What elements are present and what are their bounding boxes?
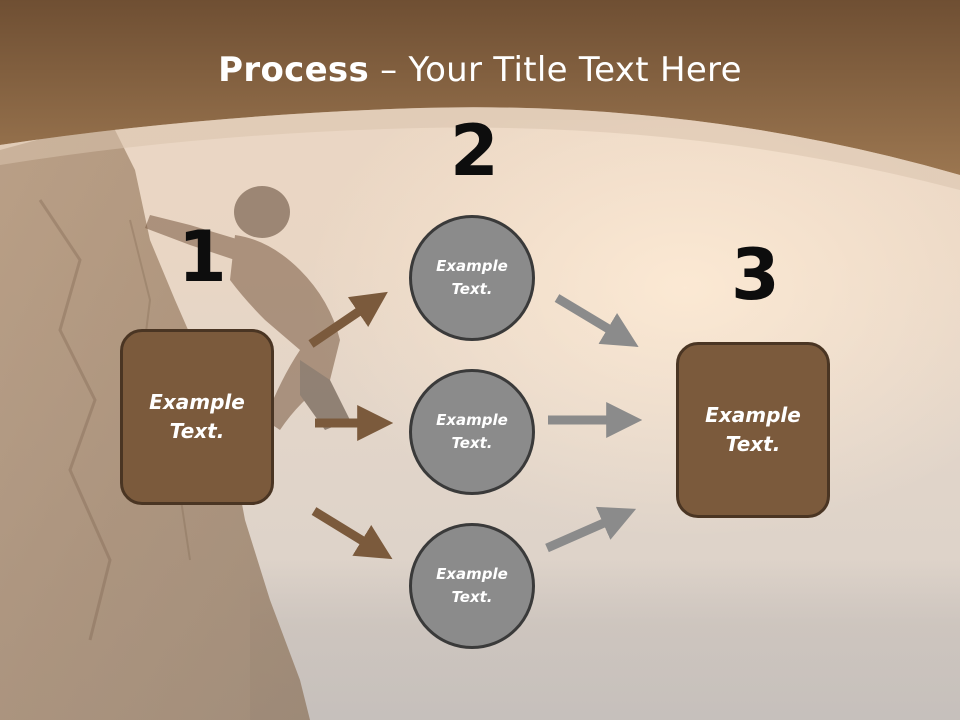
step-3-text-line1: Example <box>705 403 801 427</box>
step-number-2: 2 <box>450 110 499 192</box>
step-3-box: Example Text. <box>676 342 830 518</box>
step-2-circle-middle: Example Text. <box>409 369 535 495</box>
step-1-text-line1: Example <box>149 390 245 414</box>
circle-middle-line2: Text. <box>451 434 493 452</box>
circle-bottom-line1: Example <box>436 565 508 583</box>
step-number-1: 1 <box>178 216 227 298</box>
circle-top-line1: Example <box>436 257 508 275</box>
circle-bottom-line2: Text. <box>451 588 493 606</box>
climber-silhouette <box>145 186 350 430</box>
step-number-3: 3 <box>731 234 780 316</box>
step-1-text-line2: Text. <box>169 419 225 443</box>
circle-middle-line1: Example <box>436 411 508 429</box>
distant-hills <box>250 560 960 720</box>
header-band <box>0 0 960 190</box>
title-rest: – Your Title Text Here <box>369 50 742 90</box>
step-3-text-line2: Text. <box>725 432 781 456</box>
step-1-box: Example Text. <box>120 329 274 505</box>
step-2-circle-top: Example Text. <box>409 215 535 341</box>
step-2-circle-bottom: Example Text. <box>409 523 535 649</box>
slide-title: Process – Your Title Text Here <box>0 50 960 90</box>
circle-top-line2: Text. <box>451 280 493 298</box>
title-bold: Process <box>218 50 370 90</box>
step-1-text: Example Text. <box>142 388 252 446</box>
step-3-text: Example Text. <box>698 401 808 459</box>
